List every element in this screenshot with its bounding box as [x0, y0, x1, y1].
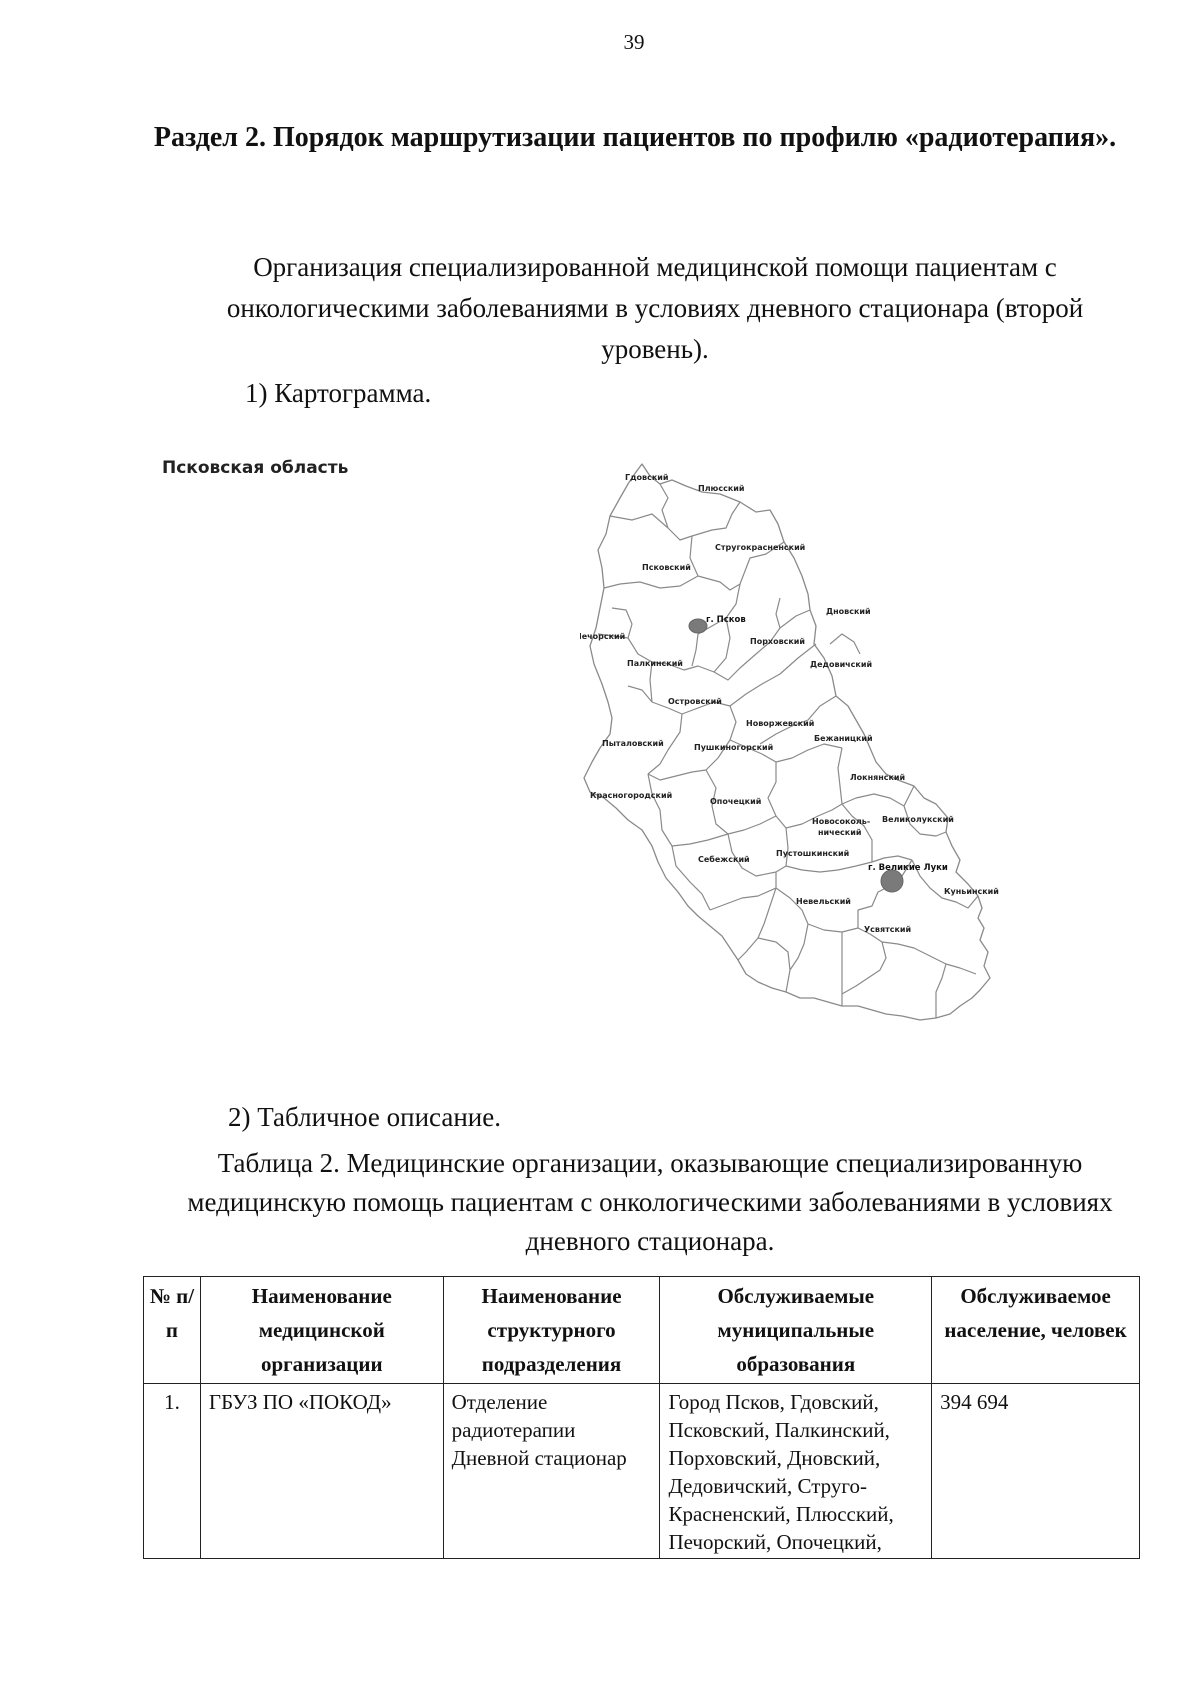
department-name: Отделение радиотерапии Дневной стационар [442, 1383, 661, 1559]
map-caption: Псковская область [162, 458, 349, 478]
district-label: Куньинский [944, 887, 999, 896]
district-label: Дновский [826, 607, 871, 616]
district-label: Опочецкий [710, 797, 761, 806]
district-label: Усвятский [864, 925, 911, 934]
district-label: Невельский [796, 897, 851, 906]
district-label: Палкинский [627, 659, 683, 668]
city-velikie-luki-marker [880, 869, 904, 893]
cartogram-label: 1) Картограмма. [245, 378, 432, 408]
district-label: Порховский [750, 637, 805, 646]
district-label: Великолукский [882, 815, 954, 824]
district-label: Новоржевский [746, 719, 814, 728]
column-header: Обслуживаемое население, человек [931, 1276, 1140, 1384]
district-label: Пушкиногорский [694, 743, 773, 752]
district-label: Пустошкинский [776, 849, 849, 858]
column-header: Наименование структурного подразделения [442, 1276, 661, 1384]
city-label: г. Великие Луки [868, 863, 948, 873]
served-areas: Город Псков, Гдовский, Псковский, Палкин… [659, 1383, 933, 1559]
district-label: Гдовский [625, 473, 669, 482]
district-label: Плюсский [698, 484, 744, 493]
district-label: Печорский [580, 632, 625, 641]
district-label: Себежский [698, 854, 750, 864]
section-title: Раздел 2. Порядок маршрутизации пациенто… [153, 122, 1117, 153]
city-label: г. Псков [706, 615, 746, 625]
column-header: № п/п [143, 1276, 201, 1384]
district-label: Красногородский [590, 791, 672, 800]
table-caption: Таблица 2. Медицинские организации, оказ… [187, 1148, 1113, 1256]
intro-paragraph: Организация специализированной медицинск… [226, 252, 1084, 364]
district-label: Пыталовский [602, 739, 664, 748]
district-label: Бежаницкий [814, 734, 873, 743]
district-label: Новосоколь- [812, 817, 870, 826]
district-label: Дедовичский [810, 660, 872, 669]
table-row: 1. ГБУЗ ПО «ПОКОД» Отделение радиотерапи… [143, 1383, 1140, 1559]
district-label: Стругокрасненский [715, 543, 805, 552]
table-label: 2) Табличное описание. [228, 1102, 501, 1132]
page-number: 39 [623, 30, 645, 54]
table-header-row: № п/п Наименование медицинской организац… [143, 1276, 1140, 1384]
organizations-table: № п/п Наименование медицинской организац… [143, 1276, 1140, 1559]
city-pskov-marker [688, 618, 708, 634]
district-label: Островский [668, 697, 722, 706]
district-label: ничеcкий [818, 828, 861, 837]
region-map: Гдовский Плюсский Стругокрасненский Пско… [580, 458, 1040, 1058]
district-label: Псковский [642, 563, 691, 572]
column-header: Обслуживаемые муниципальные образования [659, 1276, 933, 1384]
served-population: 394 694 [931, 1383, 1140, 1559]
region-map-svg: Гдовский Плюсский Стругокрасненский Пско… [580, 463, 999, 1021]
column-header: Наименование медицинской организации [199, 1276, 444, 1384]
row-number: 1. [143, 1383, 201, 1559]
district-label: Локнянский [850, 773, 905, 782]
organization-name: ГБУЗ ПО «ПОКОД» [199, 1383, 444, 1559]
